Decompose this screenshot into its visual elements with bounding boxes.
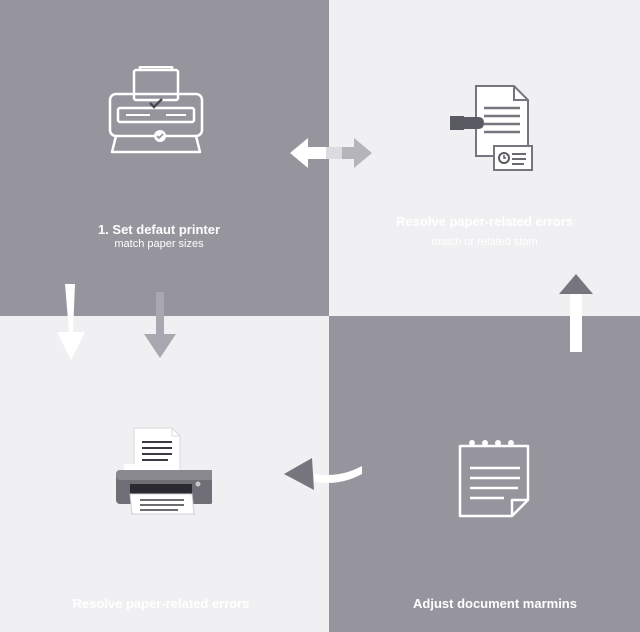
left-arrow-icon (284, 458, 362, 490)
step-panel-set-default (0, 0, 329, 316)
step-title-adjust-margins: Adjust document marmins (413, 596, 577, 611)
down-arrow-icon (144, 292, 176, 358)
double-arrow-icon (290, 138, 372, 168)
step-title-set-default: 1. Set defaut printer (97, 222, 221, 237)
notepad-icon (458, 440, 530, 518)
step-title-resolve-top: Resolve paper-related errors (395, 214, 574, 229)
down-arrow-icon (57, 284, 85, 360)
step-subtitle-set-default: match paper sizes (114, 238, 204, 250)
printer-icon (108, 66, 204, 154)
up-arrow-icon (559, 274, 593, 352)
printer-icon (116, 427, 212, 515)
step-title-resolve-bottom: Resolve paper-related errors (72, 596, 250, 611)
step-subtitle-resolve-top: match or related stam (431, 236, 538, 248)
step-panel-resolve-top (329, 0, 640, 316)
document-hand-icon (450, 85, 533, 171)
step-panel-adjust-margins (329, 316, 640, 632)
